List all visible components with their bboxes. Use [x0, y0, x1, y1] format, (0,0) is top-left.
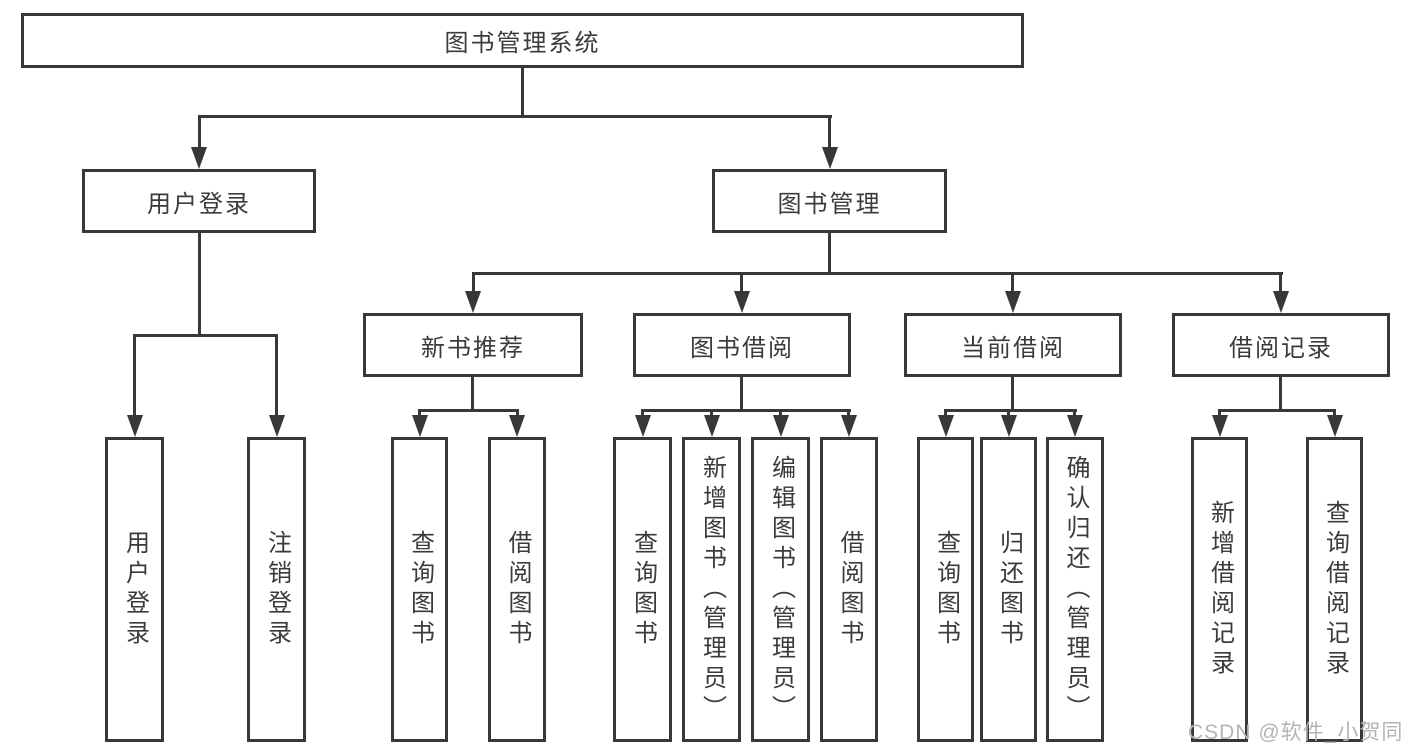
watermark-text: CSDN @软件_小贺同学 [1188, 721, 1405, 744]
leaf-query-book-1-label: 查询图书 [406, 529, 434, 650]
arrow-down-icon [841, 415, 857, 437]
arrow-down-icon [1005, 291, 1021, 313]
connector-line [472, 272, 1283, 275]
arrow-down-icon [1273, 291, 1289, 313]
arrow-down-icon [938, 415, 954, 437]
arrow-down-icon [1067, 415, 1083, 437]
node-borrow-records: 借阅记录 [1172, 313, 1390, 377]
connector-line [828, 231, 831, 275]
leaf-logout: 注销登录 [247, 437, 306, 742]
node-user-login: 用户登录 [82, 169, 316, 233]
leaf-borrow-book-2-label: 借阅图书 [836, 529, 863, 650]
connector-line [198, 115, 832, 118]
node-current-borrow: 当前借阅 [904, 313, 1122, 377]
arrow-down-icon [734, 291, 750, 313]
arrow-down-icon [127, 415, 143, 437]
connector-line [472, 272, 475, 294]
connector-line [1279, 374, 1282, 412]
connector-line [1279, 272, 1282, 294]
connector-line [847, 409, 850, 418]
connector-line [740, 374, 743, 412]
leaf-add-book-admin: 新增图书（管理员） [682, 437, 741, 742]
leaf-edit-book-admin-label: 编辑图书（管理员） [767, 454, 795, 725]
arrow-down-icon [465, 291, 481, 313]
arrow-down-icon [1212, 415, 1228, 437]
arrow-down-icon [191, 147, 207, 169]
leaf-query-book-3-label: 查询图书 [932, 529, 960, 650]
connector-line [944, 409, 1077, 412]
connector-line [275, 334, 278, 418]
connector-line [641, 409, 851, 412]
node-book-management: 图书管理 [712, 169, 947, 233]
node-borrow-records-label: 借阅记录 [1229, 334, 1333, 362]
connector-line [1218, 409, 1221, 418]
connector-line [710, 409, 713, 418]
leaf-logout-label: 注销登录 [263, 529, 291, 650]
arrow-down-icon [509, 415, 525, 437]
connector-line [1007, 409, 1010, 418]
leaf-add-borrow-record-label: 新增借阅记录 [1206, 499, 1234, 680]
connector-line [521, 65, 524, 118]
leaf-query-borrow-record: 查询借阅记录 [1306, 437, 1363, 742]
node-root: 图书管理系统 [21, 13, 1024, 68]
leaf-query-book-2: 查询图书 [613, 437, 672, 742]
leaf-add-book-admin-label: 新增图书（管理员） [698, 454, 726, 725]
connector-line [779, 409, 782, 418]
leaf-borrow-book-2: 借阅图书 [820, 437, 878, 742]
connector-line [1011, 374, 1014, 412]
arrow-down-icon [635, 415, 651, 437]
connector-line [471, 374, 474, 412]
leaf-add-borrow-record: 新增借阅记录 [1191, 437, 1248, 742]
arrow-down-icon [1001, 415, 1017, 437]
leaf-confirm-return-admin-label: 确认归还（管理员） [1062, 454, 1089, 725]
connector-line [198, 230, 201, 337]
arrow-down-icon [773, 415, 789, 437]
connector-line [944, 409, 947, 418]
node-new-book-recommend: 新书推荐 [363, 313, 583, 377]
leaf-query-book-2-label: 查询图书 [629, 529, 657, 650]
node-book-borrow: 图书借阅 [633, 313, 851, 377]
leaf-borrow-book-1-label: 借阅图书 [504, 529, 531, 650]
leaf-return-book: 归还图书 [980, 437, 1037, 742]
node-user-login-label: 用户登录 [147, 190, 251, 218]
arrow-down-icon [822, 147, 838, 169]
connector-line [516, 409, 519, 418]
arrow-down-icon [1327, 415, 1343, 437]
leaf-borrow-book-1: 借阅图书 [488, 437, 546, 742]
connector-line [418, 409, 421, 418]
leaf-query-book-3: 查询图书 [917, 437, 974, 742]
connector-line [1011, 272, 1014, 294]
leaf-return-book-label: 归还图书 [995, 529, 1023, 650]
connector-line [1333, 409, 1336, 418]
connector-line [828, 115, 831, 151]
arrow-down-icon [412, 415, 428, 437]
connector-line [133, 334, 136, 418]
connector-line [1218, 409, 1336, 412]
leaf-user-login: 用户登录 [105, 437, 164, 742]
connector-line [740, 272, 743, 294]
node-book-borrow-label: 图书借阅 [690, 334, 794, 362]
connector-line [418, 409, 519, 412]
node-current-borrow-label: 当前借阅 [961, 334, 1065, 362]
connector-line [1073, 409, 1076, 418]
leaf-user-login-label: 用户登录 [121, 529, 149, 650]
leaf-query-borrow-record-label: 查询借阅记录 [1321, 499, 1349, 680]
connector-line [133, 334, 278, 337]
leaf-confirm-return-admin: 确认归还（管理员） [1046, 437, 1104, 742]
connector-line [641, 409, 644, 418]
connector-line [198, 115, 201, 151]
node-root-label: 图书管理系统 [444, 30, 601, 57]
node-book-management-label: 图书管理 [777, 190, 882, 218]
arrow-down-icon [704, 415, 720, 437]
node-new-book-recommend-label: 新书推荐 [421, 334, 525, 362]
leaf-query-book-1: 查询图书 [391, 437, 448, 742]
leaf-edit-book-admin: 编辑图书（管理员） [751, 437, 810, 742]
arrow-down-icon [269, 415, 285, 437]
